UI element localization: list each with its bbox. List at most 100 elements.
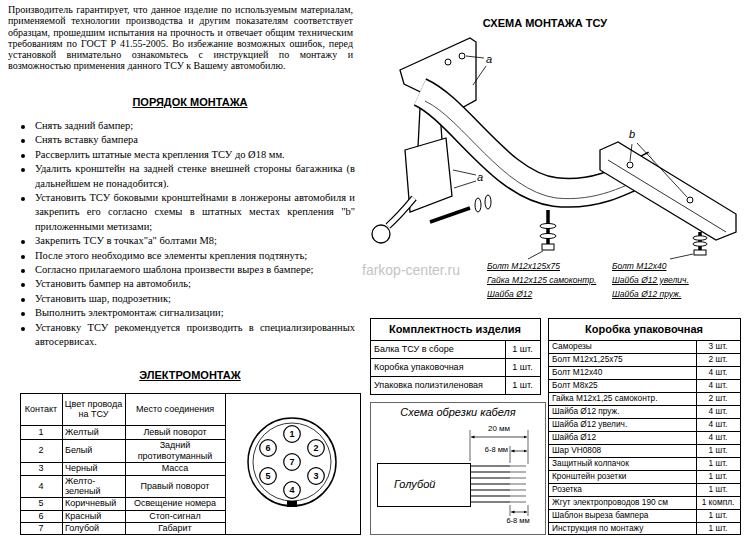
socket-pin: 2: [307, 439, 325, 457]
wire-color: Коричневый: [62, 497, 125, 510]
side-bracket: [600, 142, 736, 240]
pin-circle: [284, 426, 301, 443]
box-item: Шаблон выреза бампера: [548, 509, 696, 522]
watermark: farkop-center.ru: [362, 262, 487, 278]
box-item: Саморезы: [548, 340, 696, 353]
box-quantity: 2 шт.: [696, 353, 740, 366]
grid-line: [20, 497, 225, 498]
contact-number: 6: [20, 510, 62, 522]
grid-line: [125, 393, 126, 535]
section-heading: ПОРЯДОК МОНТАЖА: [90, 96, 290, 109]
connection-point: Стоп-сигнал: [125, 510, 225, 522]
step-item: Установить ТСУ боковыми кронштейнами в л…: [35, 191, 355, 234]
table-header: Цвет провода на ТСУ: [62, 393, 125, 425]
leader-line: [453, 170, 476, 175]
box-table-grid: [548, 319, 741, 536]
grid-line: [696, 340, 697, 535]
bare-wire-end: [510, 466, 526, 467]
pin-number: 4: [283, 481, 301, 499]
leader-line: [454, 181, 476, 188]
socket-pin: 1: [283, 425, 301, 443]
socket-inner-rim: [253, 423, 331, 501]
contact-number: 7: [20, 522, 62, 535]
kit-item: Коробка упаковочная: [370, 358, 505, 376]
bullet-dot: [21, 269, 25, 273]
step-item: Снять задний бампер;: [35, 119, 355, 133]
step-list: Снять задний бампер;Снять вставку бампер…: [18, 119, 355, 350]
pin-circle: [284, 482, 301, 499]
bare-wire-end: [510, 472, 526, 473]
warranty-note: Производитель гарантирует, что данное из…: [8, 4, 353, 72]
connection-point: Масса: [125, 462, 225, 475]
washer: [693, 242, 707, 246]
box-quantity: 4 шт.: [696, 418, 740, 431]
pin-number: 1: [283, 425, 301, 443]
socket-pin: 7: [283, 453, 301, 471]
table-frame: [371, 319, 541, 395]
table-header: Контакт: [20, 393, 62, 425]
section-heading: ЭЛЕКТРОМОНТАЖ: [90, 369, 290, 382]
box-quantity: 1 компл.: [696, 496, 740, 509]
wire: [470, 501, 510, 502]
bare-wire-end: [510, 502, 526, 503]
box-quantity: 1 шт.: [696, 522, 740, 535]
contact-number: 5: [20, 497, 62, 510]
step-row: Закрепить ТСУ в точках"a" болтами М8;: [18, 234, 355, 248]
wire-color: Желто-зеленый: [62, 475, 125, 497]
box-item: Гайка М12х1,25 самоконтр.: [548, 392, 696, 405]
kit-table-grid: [370, 319, 541, 395]
leader-line: [528, 251, 543, 259]
step-item: Закрепить ТСУ в точках"a" болтами М8;: [35, 234, 355, 248]
bolt: [698, 232, 702, 250]
extension-line: [528, 430, 529, 464]
extension-line: [528, 505, 529, 516]
bullet-dot: [21, 197, 25, 201]
box-item: Жгут электропроводов 190 см: [548, 496, 696, 509]
pin-circle: [284, 454, 301, 471]
washer: [693, 236, 707, 240]
box-item: Шар VH0808: [548, 444, 696, 457]
step-row: Согласно прилагаемого шаблона произвести…: [18, 263, 355, 277]
step-item: Установить бампер на автомобиль;: [35, 277, 355, 291]
box-item: Болт М12х1,25х75: [548, 353, 696, 366]
step-item: Установить шар, подрозетник;: [35, 292, 355, 306]
ball-neck: [388, 198, 414, 226]
dimension-line: [471, 437, 527, 438]
bullet-dot: [21, 154, 25, 158]
wire: [470, 495, 510, 496]
washer: [540, 224, 556, 229]
wire: [470, 489, 510, 490]
box-item: Шайба Ø12: [548, 431, 696, 444]
box-item: Болт М12х40: [548, 366, 696, 379]
step-row: Выполнить электромонтаж сигнализации;: [18, 306, 355, 320]
box-quantity: 4 шт.: [696, 366, 740, 379]
bullet-dot: [21, 139, 25, 143]
bare-wire-end: [510, 478, 526, 479]
mount-hole: [445, 59, 451, 65]
mount-point-letter: a: [477, 171, 487, 184]
table-frame: [21, 394, 361, 535]
mount-point-letter: b: [629, 128, 639, 141]
wire: [470, 471, 510, 472]
bolt-head: [542, 244, 554, 250]
pin-number: 6: [259, 439, 277, 457]
kit-quantity: 1 шт.: [505, 376, 540, 394]
table-header: Место соединения: [125, 393, 225, 425]
wire-color: Белый: [62, 439, 125, 462]
box-item: Розетка: [548, 483, 696, 496]
bullet-dot: [21, 283, 25, 287]
grid-line: [370, 358, 540, 359]
pin-number: 2: [307, 439, 325, 457]
bracket-edge: [608, 160, 726, 232]
step-row: Установить ТСУ боковыми кронштейнами в л…: [18, 191, 355, 234]
grid-line: [20, 522, 225, 523]
section-heading: СХЕМА МОНТАЖА ТСУ: [460, 17, 630, 30]
kit-item: Упаковка полиэтиленовая: [370, 376, 505, 394]
socket-face: [248, 418, 336, 507]
table-title: Коробка упаковочная: [548, 318, 740, 340]
step-row: После этого необходимо все элементы креп…: [18, 249, 355, 263]
bare-wire-end: [510, 490, 526, 491]
extension-line: [510, 505, 511, 516]
mount-point-letter: a: [486, 53, 496, 66]
